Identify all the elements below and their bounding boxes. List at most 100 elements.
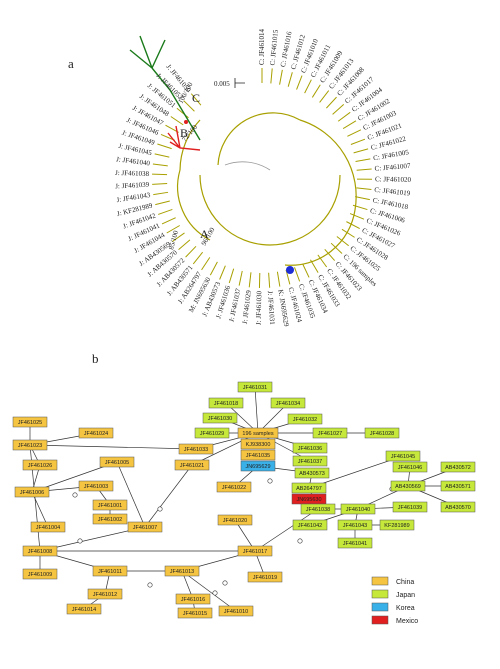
- network-edge: [30, 445, 196, 449]
- haplotype-node-label: JF461028: [370, 431, 394, 437]
- legend-label: China: [396, 579, 414, 586]
- haplotype-node-label: JF461009: [28, 572, 52, 578]
- leaf-branch: [155, 154, 170, 157]
- leaf-label: C: JF461015: [269, 29, 280, 66]
- haplotype-node-label: AB430573: [299, 471, 325, 477]
- haplotype-node-label: JF461018: [214, 401, 238, 407]
- panel-a-letter: a: [68, 56, 74, 71]
- haplotype-node-label: JN695630: [296, 497, 321, 503]
- haplotype-node-label: JF461036: [298, 446, 322, 452]
- clade-c-label: C: [192, 91, 200, 105]
- median-vector-node: [298, 539, 302, 543]
- leaf-branch: [297, 76, 302, 90]
- leaf-branch: [153, 164, 168, 166]
- leaf-branch: [271, 68, 272, 83]
- leaf-branch: [152, 184, 167, 185]
- haplotype-node-label: JF461033: [184, 447, 208, 453]
- haplotype-node-label: JF461026: [28, 463, 52, 469]
- haplotype-node-label: 196 samples: [242, 431, 273, 437]
- haplotype-node-label: JF461031: [243, 385, 267, 391]
- leaf-branch: [294, 267, 299, 281]
- haplotype-node-label: KJ938300: [246, 442, 271, 448]
- leaf-branch: [220, 266, 226, 280]
- leaf-branch: [158, 209, 172, 214]
- leaf-branch: [239, 271, 242, 286]
- haplotype-node-label: AB430570: [445, 505, 471, 511]
- leaf-branch: [277, 272, 279, 287]
- legend-swatch: [372, 616, 388, 624]
- leaf-branch: [350, 214, 364, 220]
- median-vector-node: [223, 581, 227, 585]
- legend-label: Korea: [396, 605, 415, 612]
- haplotype-node-label: JF461034: [276, 401, 300, 407]
- leaf-branch: [303, 264, 309, 278]
- leaf-branch: [338, 112, 350, 121]
- leaf-branch: [177, 108, 189, 118]
- leaf-branch: [312, 85, 320, 98]
- leaf-label: J: JF461030: [255, 290, 264, 325]
- legend-swatch: [372, 577, 388, 585]
- median-vector-node: [78, 539, 82, 543]
- haplotype-node-label: JF461007: [133, 525, 157, 531]
- haplotype-node-label: JF461022: [222, 485, 246, 491]
- leaf-branch: [333, 104, 344, 114]
- haplotype-node-label: JF461016: [181, 597, 205, 603]
- leaf-branch: [305, 80, 312, 93]
- haplotype-node-label: JF461023: [18, 443, 42, 449]
- haplotype-node-label: JF461046: [398, 465, 422, 471]
- haplotype-node-label: JF461038: [306, 507, 330, 513]
- haplotype-node-label: JF461005: [105, 460, 129, 466]
- leaf-label: K: JN695629: [276, 289, 290, 328]
- median-vector-node: [158, 507, 162, 511]
- legend-swatch: [372, 590, 388, 598]
- panel-b-letter: b: [92, 351, 99, 366]
- scale-bar-label: 0.005: [214, 80, 230, 88]
- network-edge: [145, 465, 192, 527]
- median-vector-node: [73, 493, 77, 497]
- leaf-branch: [157, 144, 171, 149]
- haplotype-node-label: JF461030: [208, 416, 232, 422]
- haplotype-node-label: JF461012: [93, 592, 117, 598]
- leaf-label: C: JF461007: [374, 162, 411, 173]
- leaf-branch: [179, 240, 190, 250]
- leaf-branch: [357, 169, 372, 170]
- scale-bar: 0.005: [214, 78, 245, 88]
- leaf-label: C: JF461014: [258, 29, 266, 65]
- haplotype-node-label: AB430571: [445, 484, 471, 490]
- leaf-branch: [210, 262, 217, 275]
- haplotype-node-label: JF461035: [246, 453, 270, 459]
- leaf-branch: [355, 197, 370, 200]
- haplotype-node-label: JF461002: [98, 517, 122, 523]
- leaf-branch: [320, 91, 329, 103]
- haplotype-node-label: KF281989: [384, 523, 409, 529]
- haplotype-node-label: JF461003: [84, 484, 108, 490]
- haplotype-node-label: JF461037: [298, 459, 322, 465]
- haplotype-node-label: JF461040: [346, 507, 370, 513]
- haplotype-node-label: AB430569: [395, 484, 421, 490]
- leaf-branch: [152, 174, 167, 175]
- legend-label: Japan: [396, 592, 415, 599]
- leaf-branch: [354, 149, 368, 153]
- tree-svg: a 0.005 C 100/100 B 72/100 A 85/100 96/1…: [0, 0, 500, 345]
- haplotype-node-label: JF461001: [98, 503, 122, 509]
- leaf-label: C: JF461019: [374, 186, 411, 198]
- leaf-branch: [162, 218, 176, 224]
- haplotype-node-label: AB264797: [296, 486, 322, 492]
- haplotype-node-label: JF461004: [36, 525, 60, 531]
- root-branch: [225, 162, 270, 170]
- leaf-branch: [347, 130, 360, 137]
- leaf-branch: [331, 243, 342, 253]
- haplotype-node-label: JN695629: [245, 464, 270, 470]
- leaf-label: J: JF461040: [116, 155, 151, 167]
- haplotype-node-label: JF461013: [170, 569, 194, 575]
- median-vector-node: [213, 591, 217, 595]
- haplotype-node-label: JF461043: [343, 523, 367, 529]
- legend-label: Mexico: [396, 618, 418, 625]
- highlight-node-196-samples: [286, 266, 294, 274]
- leaf-branch: [171, 116, 183, 124]
- clade-b-node: [184, 120, 188, 124]
